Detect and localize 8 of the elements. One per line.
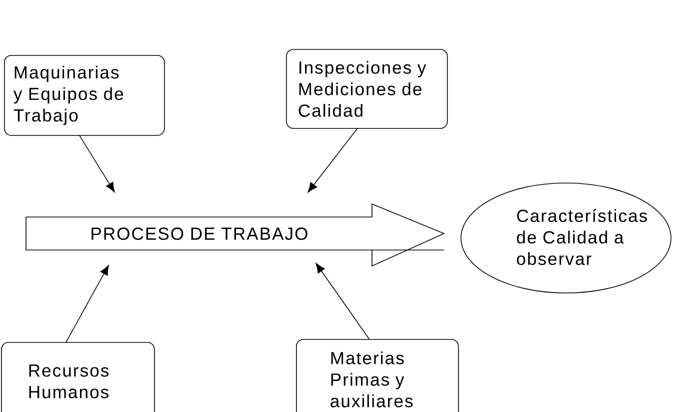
rounded-box: Maquinarias y Equipos de Trabajo — [4, 55, 165, 136]
rounded-box: Recursos Humanos — [1, 342, 155, 412]
arrow — [308, 128, 358, 192]
arrow — [316, 263, 370, 340]
rounded-box: Materias Primas y auxiliares — [296, 339, 459, 412]
arrow — [79, 135, 115, 192]
rounded-box: Inspecciones y Mediciones de Calidad — [286, 49, 448, 129]
arrow — [66, 265, 109, 343]
